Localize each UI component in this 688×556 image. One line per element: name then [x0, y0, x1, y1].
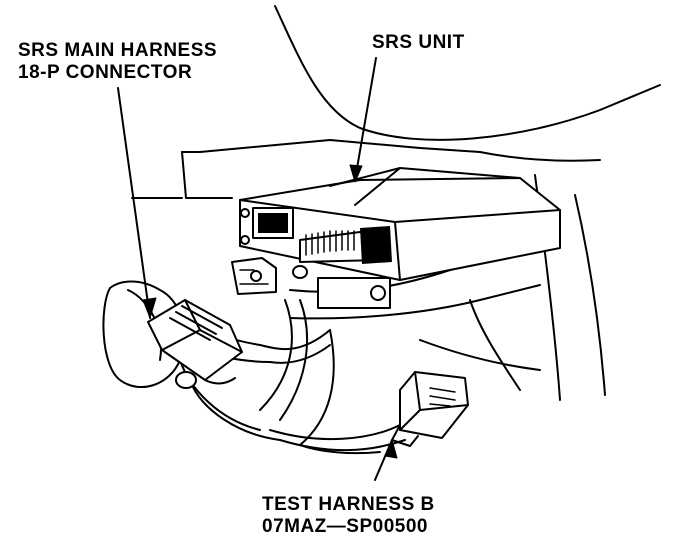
floor-bracket [290, 240, 540, 453]
srs-unit-label: SRS UNIT [372, 32, 465, 53]
main-harness-18p-connector [148, 300, 242, 388]
main-harness-bundle [103, 282, 405, 451]
srs-main-harness-label: SRS MAIN HARNESS 18-P CONNECTOR [18, 40, 217, 84]
test-harness-label-line2: 07MAZ—SP00500 [262, 516, 428, 537]
srs-main-harness-label-line2: 18-P CONNECTOR [18, 62, 193, 83]
test-harness-label: TEST HARNESS B 07MAZ—SP00500 [262, 494, 435, 538]
test-harness-label-line1: TEST HARNESS B [262, 494, 435, 515]
srs-unit [240, 168, 560, 280]
test-harness-b-connector [392, 372, 468, 446]
srs-main-harness-label-line1: SRS MAIN HARNESS [18, 40, 218, 61]
small-connector [232, 258, 276, 294]
arrowheads [143, 165, 397, 458]
